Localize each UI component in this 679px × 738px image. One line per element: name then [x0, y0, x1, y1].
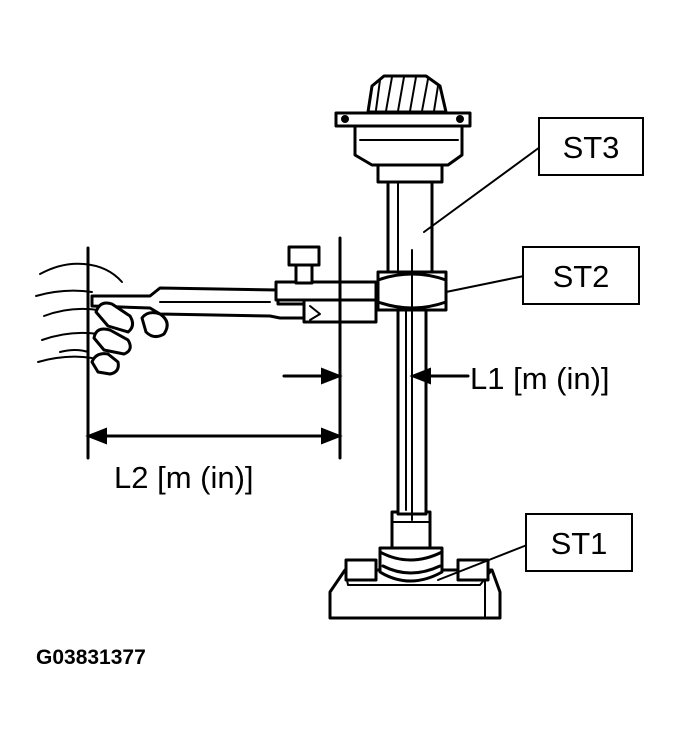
pinion-gear: [366, 74, 448, 114]
st3-callout: ST3: [538, 117, 644, 176]
flange-plate: [334, 111, 472, 128]
st2-leader: [445, 275, 525, 293]
l2-label: L2 [m (in)]: [114, 460, 254, 495]
figure-code: G03831377: [36, 646, 146, 669]
adjustment-knob: [287, 245, 321, 285]
st2-callout: ST2: [522, 246, 640, 305]
base-fixture: [328, 558, 502, 620]
l1-dimension: [282, 367, 470, 385]
st1-callout: ST1: [525, 513, 633, 572]
st1-label: ST1: [551, 526, 608, 561]
st1-leader: [437, 544, 528, 581]
l2-dimension: [85, 427, 343, 445]
hand-illustration: [35, 262, 169, 376]
st3-label: ST3: [563, 130, 620, 165]
st2-label: ST2: [553, 259, 610, 294]
st1-holder: [378, 510, 444, 583]
l1-label: L1 [m (in)]: [470, 361, 610, 396]
st3-leader: [423, 146, 541, 233]
upper-shaft: [353, 123, 464, 277]
wrench-handle: [90, 280, 378, 324]
